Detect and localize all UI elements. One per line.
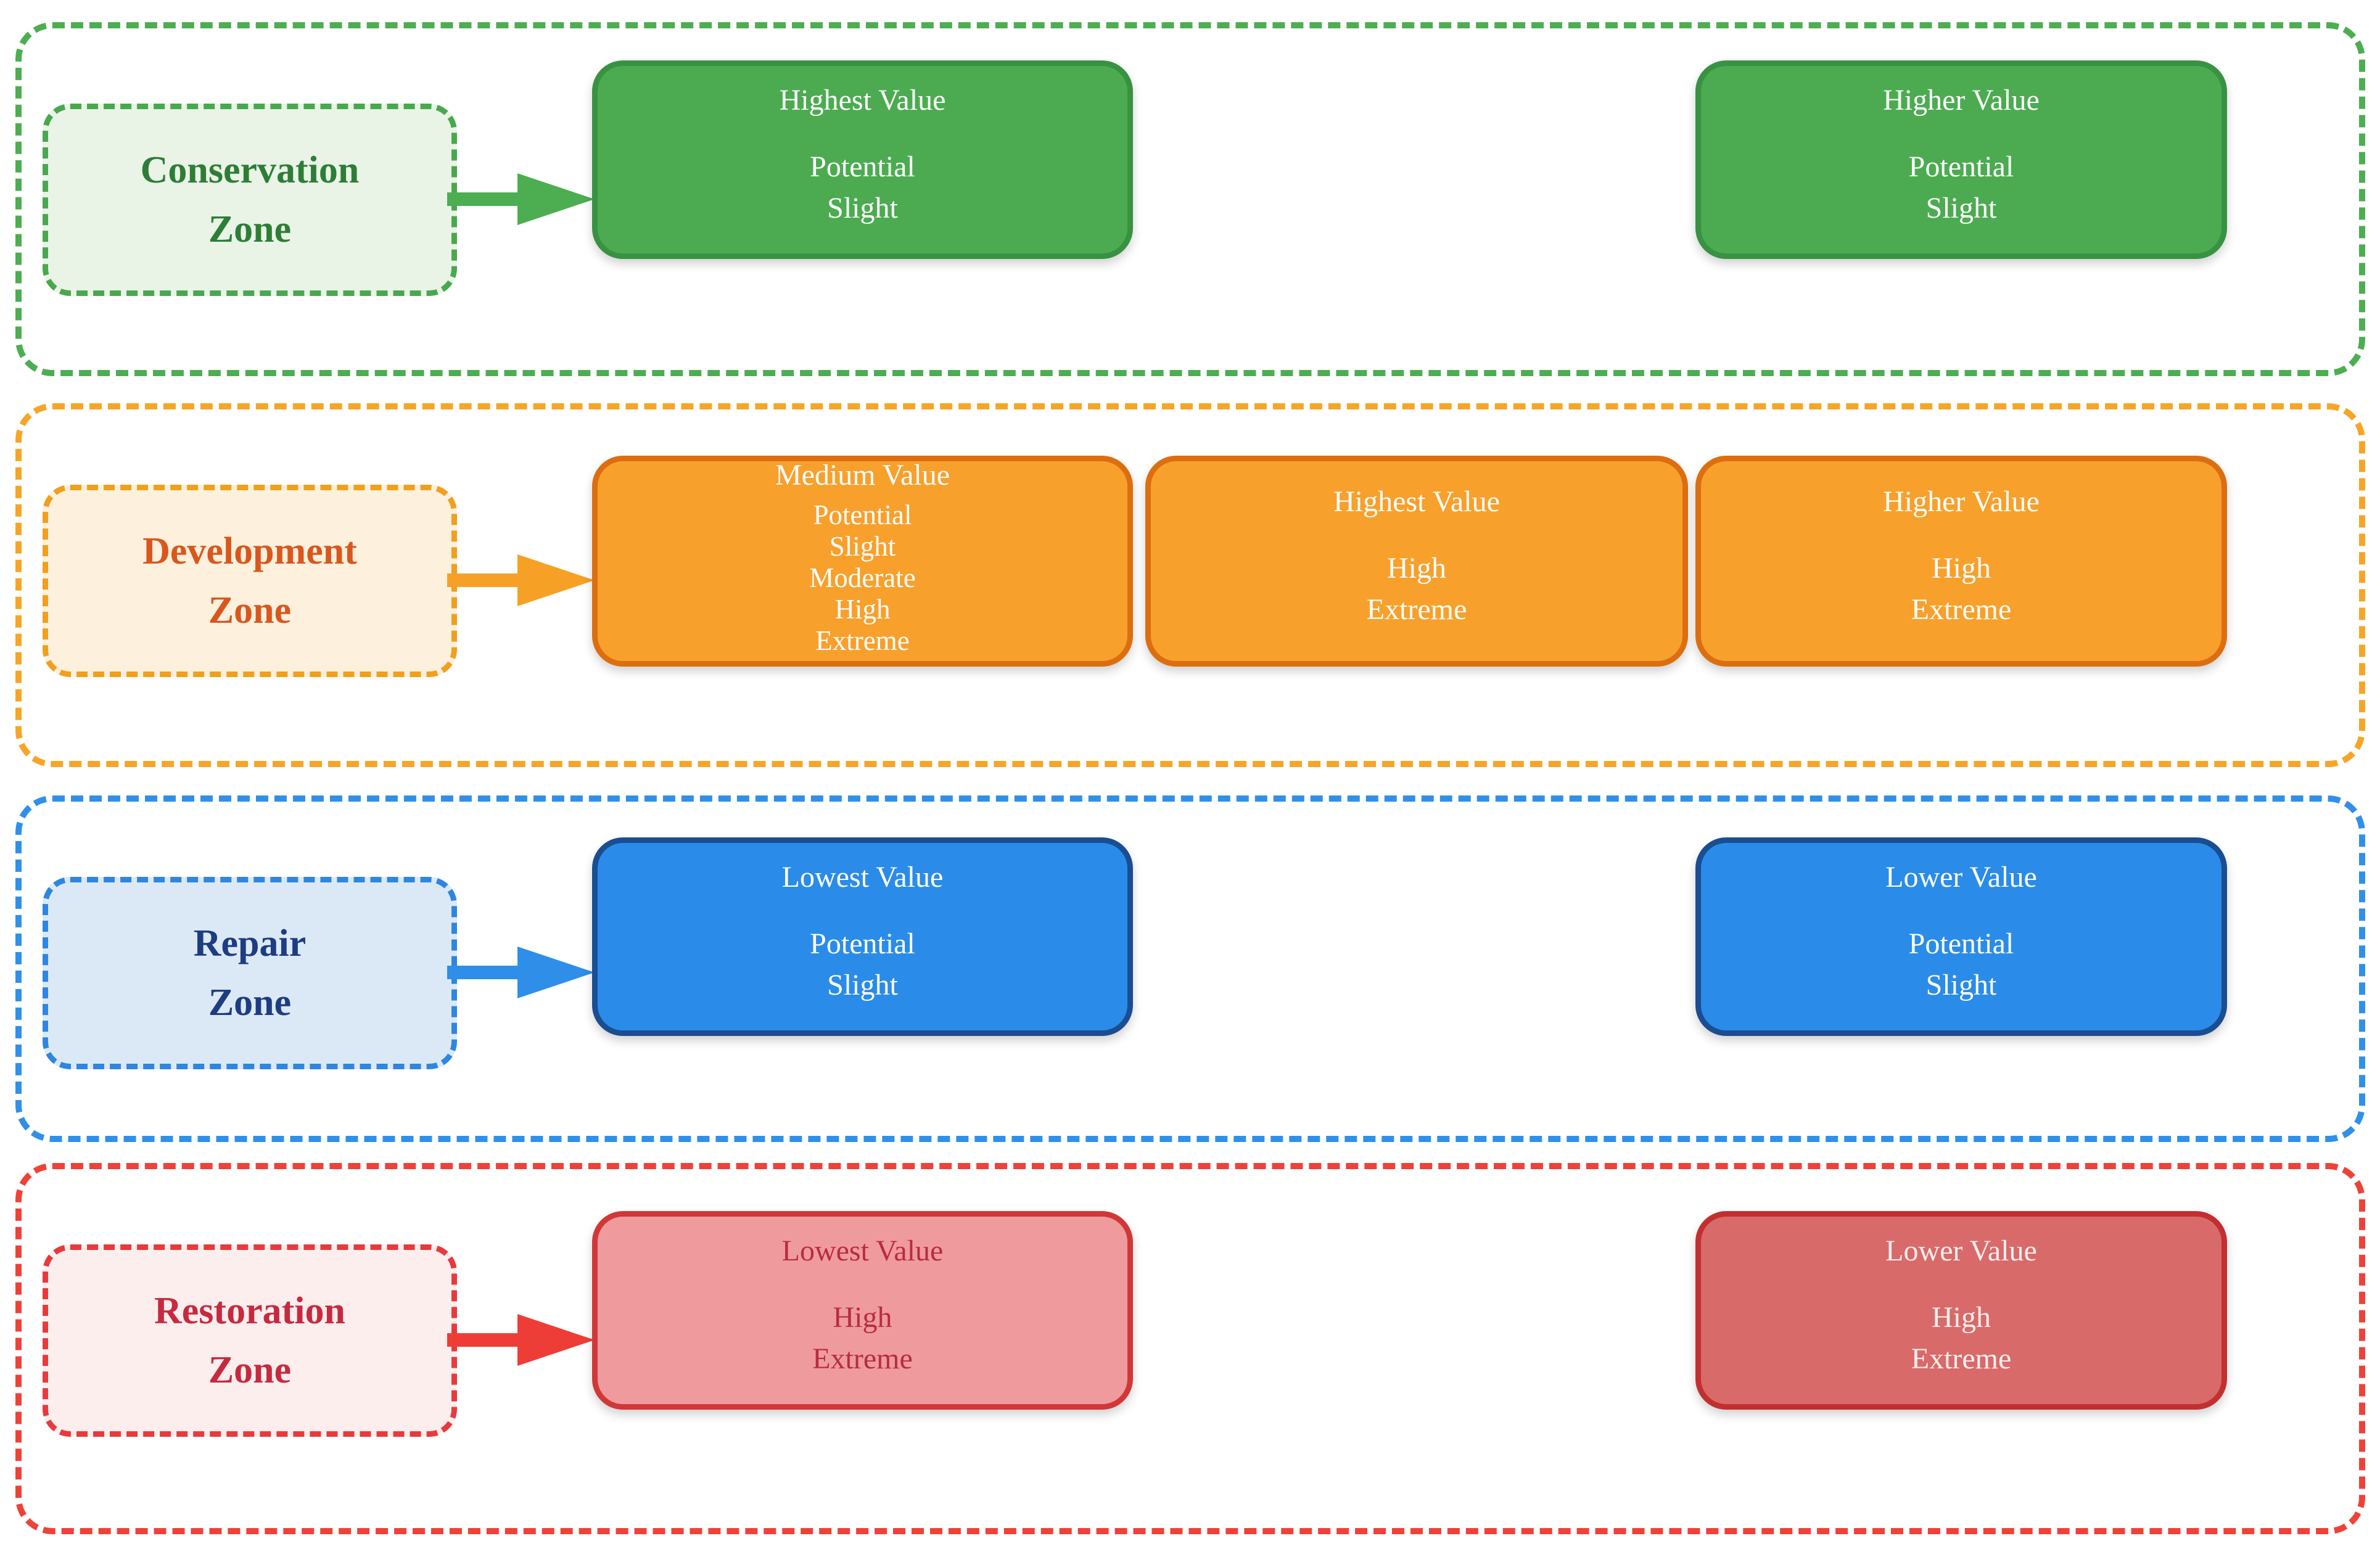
zone-label-repair: Repair Zone — [43, 877, 457, 1069]
zone-label-line1: Restoration — [154, 1289, 345, 1332]
zone-container-development: Development Zone Medium Value Potential … — [15, 403, 2365, 767]
value-line: High — [1932, 552, 1991, 585]
value-line: Slight — [827, 968, 898, 1001]
arrow-right-icon — [447, 947, 598, 998]
value-line: Potential — [810, 927, 915, 961]
arrow-right-icon — [447, 173, 598, 225]
value-line: Extreme — [1911, 593, 2012, 626]
arrow-head — [517, 947, 595, 998]
zone-container-restoration: Restoration Zone Lowest Value High Extre… — [15, 1163, 2365, 1534]
value-box-title: Lower Value — [1885, 1235, 2037, 1268]
zone-label-line2: Zone — [208, 208, 292, 250]
value-box-title: Higher Value — [1883, 84, 2040, 117]
value-box-title: Lower Value — [1885, 861, 2037, 894]
value-box-lowest-value: Lowest Value High Extreme — [592, 1211, 1133, 1410]
zone-container-repair: Repair Zone Lowest Value Potential Sligh… — [15, 795, 2365, 1142]
value-line: Slight — [829, 531, 896, 562]
value-box-lower-value: Lower Value Potential Slight — [1695, 837, 2227, 1036]
value-box-title: Lowest Value — [781, 861, 944, 894]
value-box-title: Medium Value — [775, 459, 950, 492]
zone-label-line1: Development — [142, 530, 357, 572]
arrow-right-icon — [447, 554, 598, 606]
value-box-title: Highest Value — [779, 84, 946, 117]
value-line: Slight — [1925, 968, 1997, 1001]
arrow-shaft — [447, 966, 522, 979]
arrow-shaft — [447, 192, 522, 206]
zone-label-line2: Zone — [208, 590, 292, 631]
zone-label-line2: Zone — [208, 982, 292, 1024]
zone-label-line1: Conservation — [140, 149, 360, 191]
value-box-values: High Extreme — [812, 1297, 913, 1379]
value-line: Moderate — [809, 562, 916, 594]
value-line: Potential — [810, 150, 915, 184]
arrow-head — [517, 173, 595, 225]
value-line: High — [833, 1301, 892, 1334]
value-box-values: Potential Slight — [1909, 147, 2014, 228]
value-box-lower-value: Lower Value High Extreme — [1695, 1211, 2227, 1410]
value-box-values: Potential Slight — [810, 147, 915, 228]
value-line: Potential — [813, 499, 912, 531]
zone-container-conservation: Conservation Zone Highest Value Potentia… — [15, 22, 2365, 376]
arrow-head — [517, 1314, 595, 1366]
value-line: Slight — [1925, 191, 1997, 224]
value-line: Slight — [827, 191, 898, 224]
value-line: Extreme — [1911, 1342, 2012, 1375]
value-box-medium-value: Medium Value Potential Slight Moderate H… — [592, 456, 1133, 667]
value-line: Extreme — [812, 1342, 913, 1375]
value-box-values: Potential Slight — [810, 924, 915, 1005]
zone-label-restoration: Restoration Zone — [43, 1244, 457, 1437]
value-line: High — [834, 593, 891, 625]
value-line: Potential — [1908, 927, 2014, 961]
value-box-lowest-value: Lowest Value Potential Slight — [592, 837, 1133, 1036]
value-box-values: Potential Slight Moderate High Extreme — [809, 499, 915, 656]
arrow-shaft — [447, 573, 522, 587]
zone-label-line1: Repair — [193, 922, 307, 964]
zone-label-development: Development Zone — [43, 485, 457, 677]
value-box-title: Highest Value — [1333, 485, 1500, 519]
value-box-higher-value: Higher Value Potential Slight — [1695, 60, 2227, 259]
value-box-values: Potential Slight — [1909, 924, 2014, 1005]
value-box-title: Lowest Value — [781, 1235, 944, 1268]
value-box-higher-value: Higher Value High Extreme — [1695, 456, 2227, 667]
arrow-shaft — [447, 1333, 522, 1347]
value-box-title: Higher Value — [1883, 485, 2040, 519]
value-box-highest-value: Highest Value Potential Slight — [592, 60, 1133, 259]
value-line: Extreme — [1366, 593, 1467, 626]
value-box-highest-value: Highest Value High Extreme — [1145, 456, 1688, 667]
value-line: High — [1387, 552, 1446, 585]
zone-label-line2: Zone — [208, 1349, 292, 1391]
arrow-head — [517, 554, 595, 606]
value-line: Potential — [1908, 150, 2014, 184]
value-line: Extreme — [815, 625, 910, 656]
value-box-values: High Extreme — [1911, 1297, 2012, 1379]
zone-label-conservation: Conservation Zone — [43, 104, 457, 296]
value-box-values: High Extreme — [1367, 548, 1467, 630]
value-line: High — [1932, 1301, 1991, 1334]
value-box-values: High Extreme — [1911, 548, 2012, 630]
arrow-right-icon — [447, 1314, 598, 1366]
